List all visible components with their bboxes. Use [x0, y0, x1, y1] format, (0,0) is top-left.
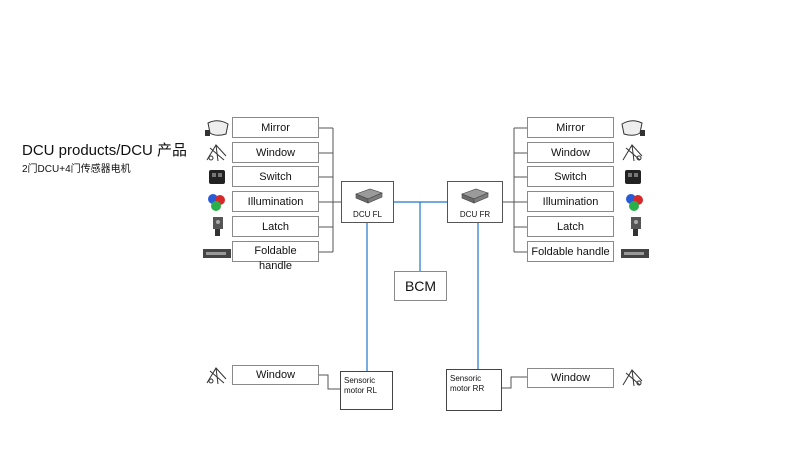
- page-subtitle: 2门DCU+4门传感器电机: [22, 164, 131, 175]
- left-item-switch: Switch: [232, 166, 319, 187]
- dcu-fl-unit: DCU FL: [341, 181, 394, 223]
- switch-icon: [625, 170, 641, 184]
- right-bracket: [503, 127, 527, 253]
- right-item-latch: Latch: [527, 216, 614, 237]
- right-item-switch: Switch: [527, 166, 614, 187]
- handle-icon: [621, 249, 649, 258]
- dcu-fr-label: DCU FR: [459, 210, 491, 219]
- mirror-icon: [621, 120, 645, 136]
- window-regulator-icon: [206, 367, 227, 385]
- ecu-module-icon: [461, 188, 489, 204]
- left-item-foldable-handle-label: Foldable handle: [254, 245, 297, 272]
- switch-icon: [209, 170, 225, 184]
- page-title: DCU products/DCU 产品: [22, 142, 188, 159]
- left-item-illumination: Illumination: [232, 191, 319, 212]
- window-regulator-icon: [206, 144, 227, 162]
- latch-icon: [213, 217, 223, 236]
- right-item-foldable-handle: Foldable handle: [527, 241, 614, 262]
- left-item-window: Window: [232, 142, 319, 163]
- illumination-icon: [208, 194, 225, 211]
- mirror-icon: [205, 120, 229, 136]
- bus-lines: [366, 201, 479, 371]
- dcu-fl-label: DCU FL: [353, 210, 382, 219]
- illumination-icon: [626, 194, 643, 211]
- right-item-mirror: Mirror: [527, 117, 614, 138]
- rear-right-window-box: Window: [527, 368, 614, 388]
- left-item-mirror: Mirror: [232, 117, 319, 138]
- dcu-fr-unit: DCU FR: [447, 181, 503, 223]
- left-bracket: [319, 127, 341, 253]
- right-item-window: Window: [527, 142, 614, 163]
- bcm-box: BCM: [394, 271, 447, 301]
- left-item-foldable-handle: Foldable handle: [232, 241, 319, 272]
- sensoric-motor-rr: Sensoric motor RR: [446, 369, 502, 411]
- ecu-module-icon: [355, 188, 383, 204]
- handle-icon: [203, 249, 231, 258]
- rear-connectors: [319, 374, 527, 390]
- right-item-illumination: Illumination: [527, 191, 614, 212]
- rear-left-window-box: Window: [232, 365, 319, 385]
- left-item-latch: Latch: [232, 216, 319, 237]
- window-regulator-icon: [622, 369, 643, 387]
- latch-icon: [631, 217, 641, 236]
- sensoric-motor-rl: Sensoric motor RL: [340, 371, 393, 410]
- window-regulator-icon: [622, 144, 643, 162]
